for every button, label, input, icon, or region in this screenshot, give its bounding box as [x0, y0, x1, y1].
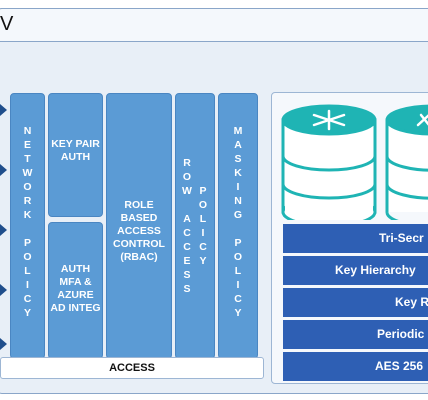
access-bar: ACCESS [0, 357, 264, 379]
masking_policy-letter: P [234, 237, 242, 249]
key-pair-auth-box: KEY PAIR AUTH [48, 93, 103, 217]
row_access_right-letter: P [199, 185, 207, 197]
arrow-icon [0, 284, 7, 296]
band-aes-256: AES 256 [283, 352, 428, 381]
arrow-icon [0, 224, 7, 236]
network_policy-letter: P [23, 237, 31, 249]
row_access_left-letter: C [183, 241, 191, 253]
band-periodic: Periodic [283, 320, 428, 349]
database-icon [385, 104, 428, 220]
masking_policy-letter: O [233, 251, 243, 263]
database-cylinders [281, 104, 428, 220]
network_policy-letter: Y [23, 307, 31, 319]
rbac-box: ROLE BASED ACCESS CONTROL (RBAC) [106, 93, 172, 359]
network_policy-letter: L [24, 265, 31, 277]
band-key-rotation: Key R [283, 288, 428, 317]
rbac-label: ROLE BASED ACCESS CONTROL (RBAC) [113, 199, 165, 263]
network_policy-letter: I [26, 279, 29, 291]
network_policy-letter: T [24, 153, 31, 165]
row_access_left-letter: O [182, 171, 192, 183]
row_access_left-letter: A [183, 213, 191, 225]
snowflake-icon [312, 109, 346, 131]
row_access_right-letter: C [199, 241, 207, 253]
row_access_right-letter: Y [199, 255, 207, 267]
row_access_right-letter: O [198, 199, 208, 211]
masking_policy-letter: Y [234, 307, 242, 319]
row_access_left-letter: W [182, 185, 192, 197]
band-key-hierarchy: Key Hierarchy [283, 256, 428, 285]
row_access_left-letter: C [183, 227, 191, 239]
network_policy-letter: O [23, 181, 32, 193]
masking_policy-letter: S [234, 153, 242, 165]
network_policy-letter: E [23, 139, 31, 151]
database-icon [281, 104, 377, 220]
auth-mfa-label: AUTH MFA & AZURE AD INTEG [50, 263, 101, 314]
network_policy-letter: R [23, 195, 32, 207]
row_access_left-letter: E [183, 255, 191, 267]
key-pair-auth-label: KEY PAIR AUTH [51, 138, 100, 163]
row_access_left-letter: S [183, 283, 191, 295]
band-tri-secret: Tri-Secr [283, 224, 428, 253]
masking_policy-letter: L [234, 265, 242, 277]
network_policy-letter: C [23, 293, 32, 305]
masking_policy-letter: C [234, 293, 242, 305]
network_policy-letter: N [23, 125, 32, 137]
auth-mfa-box: AUTH MFA & AZURE AD INTEG [48, 222, 103, 359]
title-bar [0, 8, 428, 42]
row_access_right-letter: I [201, 227, 205, 239]
masking_policy-letter: A [234, 139, 242, 151]
row_access_right-letter: L [199, 213, 207, 225]
network_policy-letter: W [22, 167, 33, 179]
arrow-icon [0, 164, 7, 176]
masking_policy-letter: I [236, 181, 240, 193]
row_access_left-letter: S [183, 269, 191, 281]
masking_policy-letter: G [233, 209, 243, 221]
arrow-icon [0, 338, 7, 350]
masking_policy-letter: M [233, 125, 243, 137]
network_policy-letter: O [23, 251, 32, 263]
arrow-icon [0, 104, 7, 116]
network_policy-letter: K [23, 209, 32, 221]
row_access_left-letter: R [183, 157, 191, 169]
masking_policy-letter: N [234, 195, 242, 207]
masking_policy-letter: K [234, 167, 242, 179]
masking_policy-letter: I [236, 279, 240, 291]
diagram-title: V [0, 13, 14, 35]
